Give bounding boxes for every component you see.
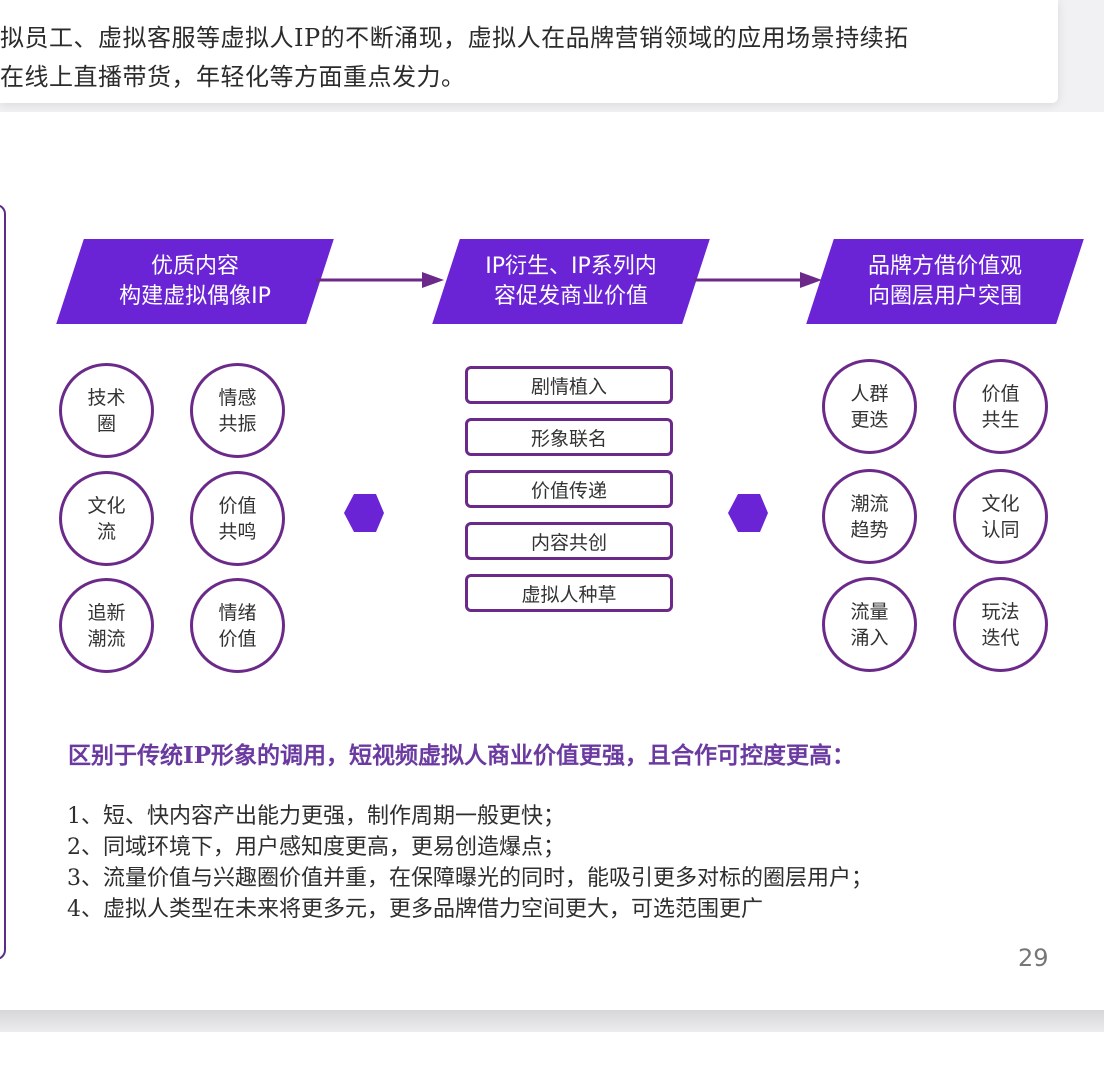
circle-text: 共生 [981, 408, 1020, 431]
circle-text: 共振 [218, 412, 257, 435]
circle-text: 情感 [218, 386, 257, 409]
circle-text: 潮流 [87, 627, 126, 650]
middle-item: 虚拟人种草 [465, 574, 673, 612]
intro-text-card: 拟员工、虚拟客服等虚拟人IP的不断涌现，虚拟人在品牌营销领域的应用场景持续拓 在… [0, 0, 1058, 103]
page-number: 29 [1018, 944, 1049, 972]
circle-text: 涌入 [850, 626, 889, 649]
stage-3-line-2: 向圈层用户突围 [867, 283, 1022, 309]
left-circle-mood: 情绪 价值 [190, 578, 285, 673]
right-circle-gameplay: 玩法 迭代 [953, 577, 1048, 672]
connector-hexagon-icon [344, 494, 384, 532]
left-circle-trend: 追新 潮流 [59, 578, 154, 673]
circle-text: 文化 [981, 492, 1020, 515]
circle-text: 流 [96, 520, 116, 543]
left-circle-culture: 文化 流 [59, 471, 154, 566]
left-circle-value: 价值 共鸣 [190, 471, 285, 566]
circle-text: 情绪 [218, 601, 257, 624]
middle-item: 内容共创 [465, 522, 673, 560]
summary-point: 1、短、快内容产出能力更强，制作周期一般更快； [67, 804, 565, 829]
left-border-decoration [0, 204, 6, 960]
summary-point: 3、流量价值与兴趣圈价值并重，在保障曝光的同时，能吸引更多对标的圈层用户； [67, 866, 873, 891]
circle-text: 价值 [981, 382, 1020, 405]
middle-item: 价值传递 [465, 470, 673, 508]
summary-point: 4、虚拟人类型在未来将更多元，更多品牌借力空间更大，可选范围更广 [67, 897, 763, 922]
circle-text: 价值 [218, 494, 257, 517]
circle-text: 玩法 [981, 600, 1020, 623]
circle-text: 追新 [87, 601, 126, 624]
summary-headline: 区别于传统IP形象的调用，短视频虚拟人商业价值更强，且合作可控度更高： [68, 742, 856, 769]
circle-text: 流量 [850, 600, 889, 623]
middle-item-label: 虚拟人种草 [521, 583, 617, 606]
stage-2-line-1: IP衍生、IP系列内 [485, 253, 657, 279]
circle-text: 共鸣 [218, 520, 257, 543]
left-circle-emotion: 情感 共振 [190, 363, 285, 458]
summary-point: 2、同域环境下，用户感知度更高，更易创造爆点； [67, 835, 565, 860]
middle-item: 形象联名 [465, 418, 673, 456]
middle-item: 剧情植入 [465, 366, 673, 404]
right-circle-traffic: 流量 涌入 [822, 577, 917, 672]
circle-text: 文化 [87, 494, 126, 517]
right-circle-culture: 文化 认同 [953, 469, 1048, 564]
middle-item-label: 价值传递 [530, 479, 607, 502]
stage-3-line-1: 品牌方借价值观 [867, 253, 1022, 279]
right-circle-trend: 潮流 趋势 [822, 469, 917, 564]
page-divider [0, 1010, 1104, 1032]
circle-text: 人群 [850, 382, 889, 405]
intro-text-line-2: 在线上直播带货，年轻化等方面重点发力。 [0, 63, 466, 91]
stage-1-label: 优质内容 构建虚拟偶像IP [60, 239, 330, 324]
circle-text: 趋势 [850, 518, 889, 541]
stage-1-line-1: 优质内容 [150, 253, 239, 279]
stage-2-label: IP衍生、IP系列内 容促发商业价值 [436, 239, 706, 324]
next-page-area [0, 1032, 1104, 1080]
intro-text-line-1: 拟员工、虚拟客服等虚拟人IP的不断涌现，虚拟人在品牌营销领域的应用场景持续拓 [0, 24, 909, 52]
middle-item-label: 形象联名 [530, 427, 607, 450]
left-circle-tech: 技术 圈 [59, 363, 154, 458]
circle-text: 迭代 [981, 626, 1020, 649]
circle-text: 技术 [87, 386, 126, 409]
circle-text: 更迭 [850, 408, 889, 431]
circle-text: 潮流 [850, 492, 889, 515]
arrow-right-icon [316, 272, 444, 288]
slide-page: 优质内容 构建虚拟偶像IP IP衍生、IP系列内 容促发商业价值 品牌方借价值观… [0, 112, 1104, 1010]
middle-item-label: 内容共创 [530, 531, 607, 554]
arrow-right-icon [694, 272, 822, 288]
circle-text: 认同 [981, 518, 1020, 541]
connector-hexagon-icon [728, 494, 768, 532]
circle-text: 价值 [218, 627, 257, 650]
right-circle-crowd: 人群 更迭 [822, 359, 917, 454]
middle-item-label: 剧情植入 [530, 375, 607, 398]
stage-3-label: 品牌方借价值观 向圈层用户突围 [810, 239, 1080, 324]
stage-1-line-2: 构建虚拟偶像IP [119, 283, 271, 309]
circle-text: 圈 [96, 412, 116, 435]
stage-2-line-2: 容促发商业价值 [493, 283, 648, 309]
right-circle-coexist: 价值 共生 [953, 359, 1048, 454]
